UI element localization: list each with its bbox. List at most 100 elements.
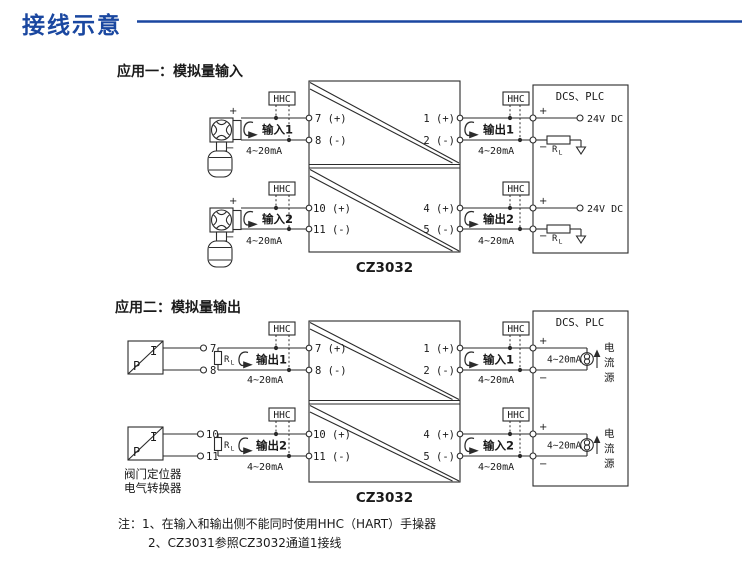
dcs-label: DCS、PLC <box>556 317 604 329</box>
polarity-minus: − <box>539 231 547 242</box>
polarity-plus: + <box>539 196 547 207</box>
hhc-box: HHC <box>268 321 296 373</box>
ip-bottom-label: P <box>133 359 140 373</box>
signal-range: 4~20mA <box>478 236 514 247</box>
loop-arrow-icon <box>464 121 480 140</box>
module-model-label: CZ3032 <box>356 490 413 506</box>
ip-converter-icon: I P 7 8 <box>127 340 216 377</box>
app2-section: 应用二：模拟量输出 I P 7 8 I P 10 11 阀门定位器 <box>115 299 629 506</box>
signal-label: 输出1 <box>483 123 514 137</box>
terminal-label: 11 (-) <box>313 224 351 236</box>
terminal-label: 5 (-) <box>423 451 455 463</box>
terminal-label: 10 (+) <box>313 203 351 215</box>
signal-label: 输入2 <box>262 212 293 226</box>
hhc-label: HHC <box>273 184 290 195</box>
note-line: 注：1、在输入和输出侧不能同时使用HHC（HART）手操器 <box>118 516 436 531</box>
app2-isolator-module: 7 (+) 8 (-) 10 (+) 11 (-) 1 (+) 2 (-) 4 … <box>305 320 464 506</box>
field-terminal-label: 11 <box>206 451 219 463</box>
polarity-plus: + <box>229 196 237 207</box>
loop-arrow-icon <box>243 210 259 229</box>
ip-top-label: I <box>150 430 157 444</box>
terminal-label: 8 (-) <box>315 365 347 377</box>
load-label-sub: L <box>231 445 235 453</box>
load-label: R <box>552 145 558 155</box>
transmitter-icon <box>207 207 242 268</box>
polarity-minus: − <box>539 142 547 153</box>
terminal-label: 2 (-) <box>423 135 455 147</box>
current-direction-arrowhead <box>593 349 601 357</box>
signal-label: 输出2 <box>483 212 514 226</box>
hhc-label: HHC <box>273 324 290 335</box>
signal-range: 4~20mA <box>478 146 514 157</box>
loop-arrow-icon <box>243 121 259 140</box>
loop-arrow-icon <box>464 210 480 229</box>
load-label-sub: L <box>231 359 235 367</box>
terminal-label: 4 (+) <box>423 429 455 441</box>
current-source-icon <box>580 352 594 366</box>
polarity-plus: + <box>229 106 237 117</box>
polarity-minus: − <box>226 143 234 154</box>
load-label: R <box>224 355 230 365</box>
app1-field-wires <box>241 117 306 230</box>
app2-heading: 应用二：模拟量输出 <box>115 299 241 316</box>
terminal-label: 8 (-) <box>315 135 347 147</box>
terminal-label: 1 (+) <box>423 343 455 355</box>
load-resistor <box>213 436 223 452</box>
signal-range: 4~20mA <box>478 462 514 473</box>
ip-bottom-label: P <box>133 445 140 459</box>
app2-dcs-box: DCS、PLC + − 4~20mA 电 流 源 + − <box>529 310 629 487</box>
ip-top-label: I <box>150 344 157 358</box>
device-caption: 阀门定位器 <box>124 467 182 481</box>
module-model-label: CZ3032 <box>356 260 413 276</box>
app1-section: 应用一：模拟量输入 + − + − 输入1 4~20mA 输入2 4~20mA … <box>117 63 629 276</box>
supply-label: 24V DC <box>587 114 623 125</box>
hhc-box: HHC <box>268 407 296 459</box>
current-direction-arrowhead <box>593 435 601 443</box>
current-source-icon <box>580 438 594 452</box>
terminal-label: 11 (-) <box>313 451 351 463</box>
hhc-label: HHC <box>507 94 524 105</box>
signal-label: 输出2 <box>256 439 287 453</box>
signal-label: 输入2 <box>483 439 514 453</box>
loop-arrow-icon <box>464 437 480 456</box>
signal-label: 输出1 <box>256 353 287 367</box>
source-range: 4~20mA <box>547 355 582 366</box>
load-resistor <box>546 224 571 234</box>
dcs-label: DCS、PLC <box>556 91 604 103</box>
hhc-box: HHC <box>268 181 296 232</box>
app1-dcs-box: DCS、PLC + 24V DC − R L + 24V DC − <box>529 84 629 254</box>
hhc-box: HHC <box>502 321 530 373</box>
hhc-label: HHC <box>507 184 524 195</box>
hhc-label: HHC <box>273 94 290 105</box>
app2-load-loop: R L <box>213 433 306 457</box>
terminal-label: 10 (+) <box>313 429 351 441</box>
signal-range: 4~20mA <box>246 146 282 157</box>
loop-arrow-icon <box>238 437 254 456</box>
app1-heading: 应用一：模拟量输入 <box>117 63 243 80</box>
terminal-label: 7 (+) <box>315 113 347 125</box>
transmitter-icon <box>207 117 242 178</box>
note-line: 2、CZ3031参照CZ3032通道1接线 <box>148 535 342 550</box>
terminal-label: 4 (+) <box>423 203 455 215</box>
load-label: R <box>552 234 558 244</box>
loop-arrow-icon <box>238 351 254 370</box>
current-source-char: 电 <box>604 341 615 354</box>
terminal-label: 7 (+) <box>315 343 347 355</box>
supply-label: 24V DC <box>587 204 623 215</box>
signal-label: 输入1 <box>262 123 293 137</box>
source-range: 4~20mA <box>547 441 582 452</box>
hhc-label: HHC <box>273 410 290 421</box>
polarity-plus: + <box>539 336 547 347</box>
current-source-char: 电 <box>604 427 615 440</box>
current-source-char: 源 <box>604 457 615 470</box>
field-terminal-label: 7 <box>210 343 216 355</box>
field-terminal-label: 8 <box>210 365 216 377</box>
hhc-box: HHC <box>502 91 530 143</box>
terminal-label: 2 (-) <box>423 365 455 377</box>
polarity-plus: + <box>539 106 547 117</box>
polarity-minus: − <box>539 459 547 470</box>
load-label-sub: L <box>559 149 563 157</box>
hhc-box: HHC <box>502 181 530 232</box>
signal-range: 4~20mA <box>247 462 283 473</box>
